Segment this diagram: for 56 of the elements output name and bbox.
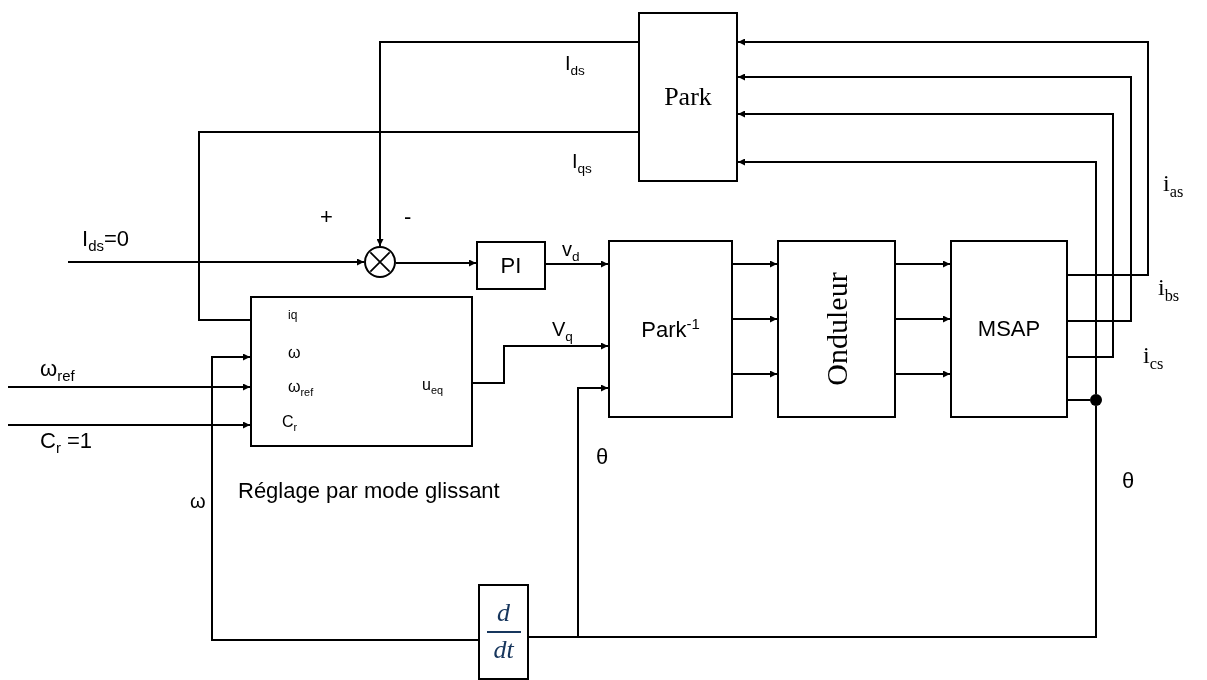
signal-arrow (737, 38, 1149, 276)
edge-label: i$_{bs}$ (1158, 274, 1180, 306)
signal-arrow (732, 370, 778, 378)
edge-label: I$_{qs}$ (572, 150, 592, 176)
signal-arrow (732, 260, 778, 268)
port-label: u$_{eq}$ (422, 376, 443, 397)
block-label: Park$^{-1}$ (641, 314, 700, 344)
signal-arrow (211, 353, 479, 641)
signal-arrow (395, 259, 477, 267)
signal-arrow (7, 383, 251, 391)
signal-arrow (67, 258, 365, 266)
port-label: C$_{r}$ (282, 413, 298, 434)
edge-label: i$_{as}$ (1163, 170, 1184, 202)
signal-arrow (737, 73, 1132, 322)
controller-block (250, 296, 473, 447)
edge-label: v$_{d}$ (562, 238, 580, 264)
fraction-text: d (497, 599, 510, 628)
block-caption: Réglage par mode glissant (238, 478, 500, 504)
edge-label: θ (596, 444, 609, 470)
block-label: Onduleur (819, 272, 854, 386)
signal-arrow (737, 110, 1114, 358)
port-label: iq (288, 308, 298, 322)
edge-label: V$_{q}$ (552, 318, 573, 344)
process-block (476, 241, 546, 290)
inverter-block (777, 240, 896, 418)
block-label: PI (500, 252, 522, 279)
signal-arrow (472, 342, 609, 384)
edge-label: I$_{ds}$=0 (82, 226, 129, 255)
process-block (950, 240, 1068, 418)
signal-arrow (577, 384, 1097, 638)
edge-label: C$_{r}$ =1 (40, 428, 93, 457)
junction-dot (1090, 394, 1102, 406)
signal-arrow (732, 315, 778, 323)
port-label: ω$_{ref}$ (288, 378, 314, 399)
signal-arrow (7, 421, 251, 429)
signal-arrow (895, 315, 951, 323)
edge-label: i$_{cs}$ (1143, 342, 1164, 374)
block-label: MSAP (977, 316, 1041, 342)
process-block (638, 12, 738, 182)
edge-label: θ (1122, 468, 1135, 494)
fraction-text: dt (493, 636, 514, 665)
edge-label: ω$_{ref}$ (40, 356, 75, 385)
derivative-block (478, 584, 529, 680)
edge-label: ω (190, 490, 206, 513)
edge-label: I$_{ds}$ (565, 52, 585, 78)
sign-label: - (404, 204, 412, 230)
port-label: ω (288, 344, 301, 362)
block-label: Park (664, 82, 712, 112)
sign-label: + (320, 204, 333, 230)
signal-arrow (376, 41, 639, 247)
signal-arrow (895, 260, 951, 268)
signal-arrow (895, 370, 951, 378)
process-block (608, 240, 733, 418)
signal-arrow (545, 260, 609, 268)
signal-arrow (737, 158, 1097, 395)
summing-junction (364, 246, 396, 278)
